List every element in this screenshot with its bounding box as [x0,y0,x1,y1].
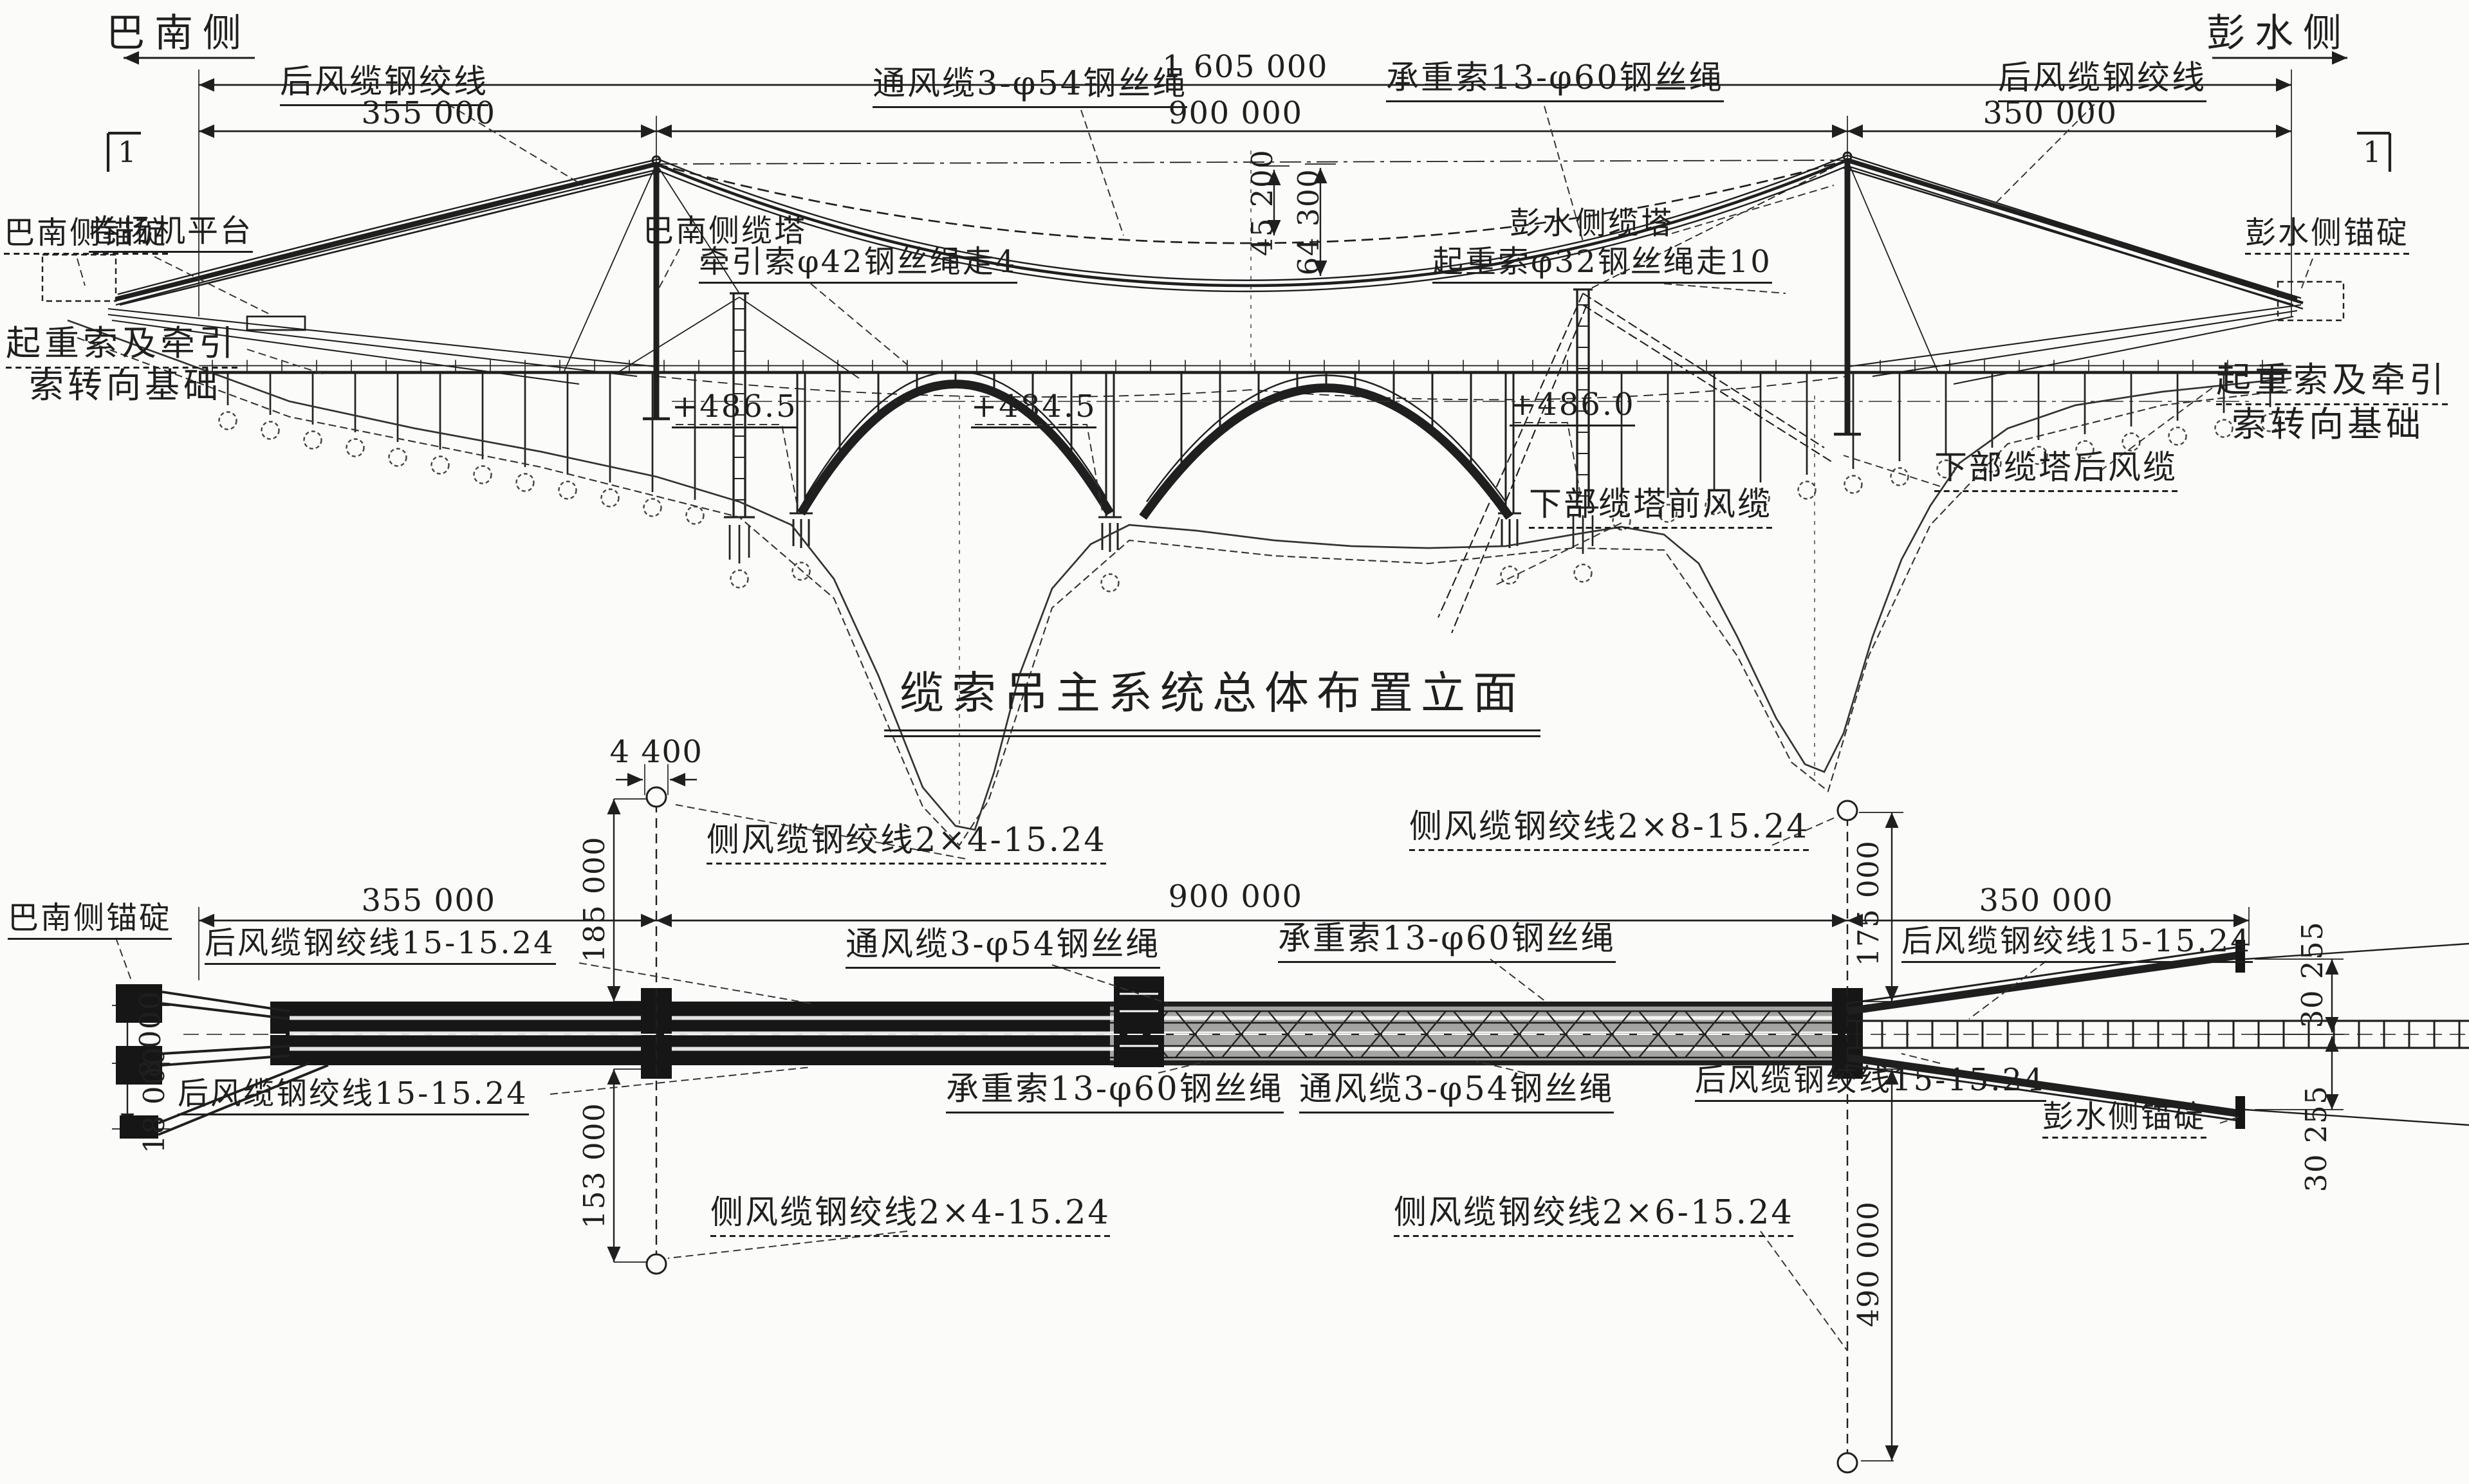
label-banan-anchor: 巴南侧锚碇 [4,215,169,255]
section-mark-lines [106,131,2392,172]
elevation-mark-1: +486.5 [672,389,798,428]
dim-sag-main-cable: 64 300 [1291,168,1326,276]
plan-label-side-wind-bottom-right: 侧风缆钢绞线2×6-15.24 [1394,1195,1794,1238]
lower-tower-lacing [734,304,1589,501]
side-label-pengshui: 彭水侧 [2206,10,2351,56]
deck-railing-posts [212,360,2263,372]
elevation-anchors [41,253,2345,331]
elevation-terrain [67,151,2292,847]
elevation-mark-3: +486.0 [1510,387,1636,426]
plan-dim-anchor-offset-down-right: 30 255 [2299,1085,2334,1193]
plan-label-back-wind-bottom-right: 后风缆钢绞线15-15.24 [1695,1063,2046,1102]
plan-dim-tower-width: 4 400 [609,733,703,770]
plan-label-back-wind-top-right: 后风缆钢绞线15-15.24 [1901,924,2252,963]
plan-dim-anchor-offset-down-left: 18 000 [137,1046,172,1154]
plan-label-bearing-cable-bottom: 承重索13-φ60钢丝绳 [946,1072,1284,1114]
label-back-wind-cable-right: 后风缆钢绞线 [1998,60,2206,103]
label-turn-foundation-left-1: 起重索及牵引 [6,325,237,369]
plan-dim-anchor-offset-up-right: 30 255 [2295,921,2330,1029]
dim-left-span: 355 000 [361,95,496,131]
plan-label-back-wind-top-left: 后风缆钢绞线15-15.24 [205,926,555,965]
label-hoist-cable: 起重索φ32钢丝绳走10 [1432,244,1772,284]
label-pengshui-tower: 彭水侧缆塔 [1510,205,1674,241]
plan-label-side-wind-bottom-left: 侧风缆钢绞线2×4-15.24 [710,1195,1111,1238]
dim-total-span: 1 605 000 [1162,48,1328,85]
lower-tower-back-wind-cable [1582,293,1835,464]
elevation-title: 缆索吊主系统总体布置立面 [884,656,1540,737]
dim-sag-vent-cable: 45 200 [1245,149,1280,257]
plan-label-vent-cable-bottom: 通风缆3-φ54钢丝绳 [1299,1072,1614,1114]
mid-span-saddle-block [1114,976,1164,1067]
label-winch-platform: 卷扬机平台 [89,214,254,253]
label-turn-foundation-right-1: 起重索及牵引 [2216,362,2448,406]
label-lower-tower-front-wind: 下部缆塔前风缆 [1529,487,1772,529]
plan-label-back-wind-bottom-left: 后风缆钢绞线15-15.24 [178,1076,528,1115]
label-turn-foundation-left-2: 索转向基础 [29,367,222,407]
plan-label-banan-anchor: 巴南侧锚碇 [8,901,172,940]
elevation-view [41,51,2392,847]
plan-dim-mid-span: 900 000 [1168,878,1303,915]
label-turn-foundation-right-2: 索转向基础 [2232,405,2425,446]
elevation-deck-and-arches [199,360,2291,592]
label-bearing-cable: 承重索13-φ60钢丝绳 [1386,60,1724,103]
banan-anchor-block-plan [116,984,162,1023]
plan-view [112,764,2469,1474]
tower-axis-lines [655,787,1849,1470]
section-mark-left: 1 [118,135,138,170]
label-banan-tower: 巴南侧缆塔 [643,212,808,249]
label-traction-cable: 牵引索φ42钢丝绳走4 [699,244,1017,284]
lower-tower-front-wind-cable [1438,293,1587,634]
winch-platform-block [246,315,306,331]
plan-dim-side-wind-down-right: 490 000 [1851,1200,1886,1328]
band-lacing [1129,1011,1817,1058]
plan-dim-right-span: 350 000 [1979,882,2114,919]
elevation-mark-2: +484.5 [971,389,1097,428]
approach-trestle-bents [227,372,2271,506]
elevation-leader-lines [77,104,2313,585]
plan-label-pengshui-anchor: 彭水侧锚碇 [2042,1099,2207,1139]
label-vent-cable: 通风缆3-φ54钢丝绳 [873,66,1188,109]
plan-label-side-wind-top-left: 侧风缆钢绞线2×4-15.24 [707,823,1107,865]
label-pengshui-anchor: 彭水侧锚碇 [2245,215,2410,255]
side-label-banan: 巴南侧 [106,10,251,56]
dim-mid-span: 900 000 [1168,95,1303,131]
plan-dim-side-wind-up-left: 185 000 [577,836,612,963]
plan-label-side-wind-top-right: 侧风缆钢绞线2×8-15.24 [1409,809,1809,852]
label-lower-tower-back-wind: 下部缆塔后风缆 [1934,450,2178,493]
elevation-towers [617,151,1861,634]
elevation-dimension-lines [106,51,2392,316]
plan-label-bearing-cable-top: 承重索13-φ60钢丝绳 [1278,921,1616,964]
plan-dim-left-span: 355 000 [361,882,496,919]
left-tower-footprint [641,988,672,1079]
elevation-main-cables [107,154,2304,401]
plan-cable-band [116,786,2469,1474]
plan-dim-side-wind-down-left: 153 000 [577,1102,612,1229]
pengshui-anchor-block [2277,280,2345,322]
plan-label-vent-cable-top: 通风缆3-φ54钢丝绳 [846,927,1161,969]
label-back-wind-cable-left: 后风缆钢绞线 [280,64,488,107]
section-mark-right: 1 [2363,135,2383,170]
plan-dim-side-wind-up-right: 175 000 [1851,839,1886,967]
banan-anchor-block [41,253,117,302]
foundation-number-circles [218,411,2280,592]
